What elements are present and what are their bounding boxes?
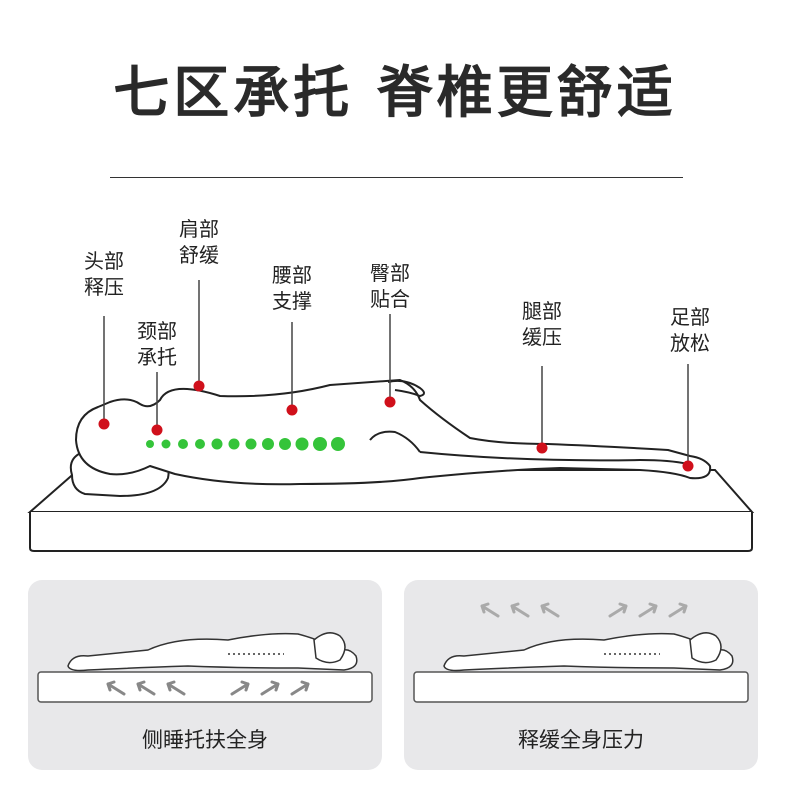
zone-neck-line2: 承托 — [137, 345, 177, 369]
zone-leg-line1: 腿部 — [522, 299, 562, 323]
spine-dot — [211, 438, 223, 450]
zone-head-line2: 释压 — [84, 275, 124, 299]
pressure-points — [98, 380, 694, 472]
hip-point — [384, 396, 396, 408]
spine-dot — [146, 440, 154, 448]
side-support-caption: 侧睡托扶全身 — [142, 728, 268, 752]
pressure-relief-card: 释缓全身压力 — [404, 580, 758, 770]
side-sleeper-illustration — [27, 280, 755, 552]
head-point — [98, 418, 110, 430]
spine-dot — [279, 438, 291, 450]
pressure-relief-caption: 释缓全身压力 — [518, 728, 644, 752]
zone-leg-line2: 缓压 — [522, 325, 562, 349]
zone-head-line1: 头部 — [84, 249, 124, 273]
spine-dot — [195, 439, 205, 449]
spine-dot — [313, 437, 327, 451]
zone-foot-line2: 放松 — [670, 331, 710, 355]
zone-waist-line2: 支撑 — [272, 289, 312, 313]
spine-dot — [228, 438, 240, 450]
zone-label-hip: 臀部 贴合 — [360, 260, 420, 312]
zone-neck-line1: 颈部 — [137, 319, 177, 343]
shoulder-point — [193, 380, 205, 392]
spine-dot — [331, 437, 345, 451]
zone-hip-line1: 臀部 — [370, 261, 410, 285]
title-divider — [110, 177, 683, 178]
page-title: 七区承托 脊椎更舒适 — [113, 61, 677, 126]
zone-label-leg: 腿部 缓压 — [512, 298, 572, 350]
relief-arrows — [480, 602, 688, 618]
zone-foot-line1: 足部 — [670, 305, 710, 329]
side-support-card: 侧睡托扶全身 — [28, 580, 382, 770]
leader-lines — [103, 280, 689, 466]
waist-point — [286, 404, 298, 416]
zone-label-foot: 足部 放松 — [660, 304, 720, 356]
zone-label-waist: 腰部 支撑 — [262, 262, 322, 314]
foot-point — [682, 460, 694, 472]
zone-shoulder-line1: 肩部 — [179, 217, 219, 241]
pressure-relief-illustration — [413, 602, 749, 703]
body-outline — [75, 379, 712, 486]
side-support-illustration — [37, 632, 373, 703]
spine-dot — [161, 439, 171, 449]
zone-waist-line1: 腰部 — [272, 263, 312, 287]
spine-dots — [146, 437, 345, 451]
zone-hip-line2: 贴合 — [370, 287, 410, 311]
zone-label-head: 头部 释压 — [74, 248, 134, 300]
spine-dot — [262, 438, 274, 450]
spine-dot — [245, 438, 257, 450]
zone-shoulder-line2: 舒缓 — [179, 243, 219, 267]
pressure-arrows — [106, 680, 310, 696]
zone-label-neck: 颈部 承托 — [127, 318, 187, 370]
zone-label-shoulder: 肩部 舒缓 — [169, 216, 229, 268]
spine-dot — [295, 437, 309, 451]
spine-dot — [178, 439, 188, 449]
leg-point — [536, 442, 548, 454]
neck-point — [151, 424, 163, 436]
